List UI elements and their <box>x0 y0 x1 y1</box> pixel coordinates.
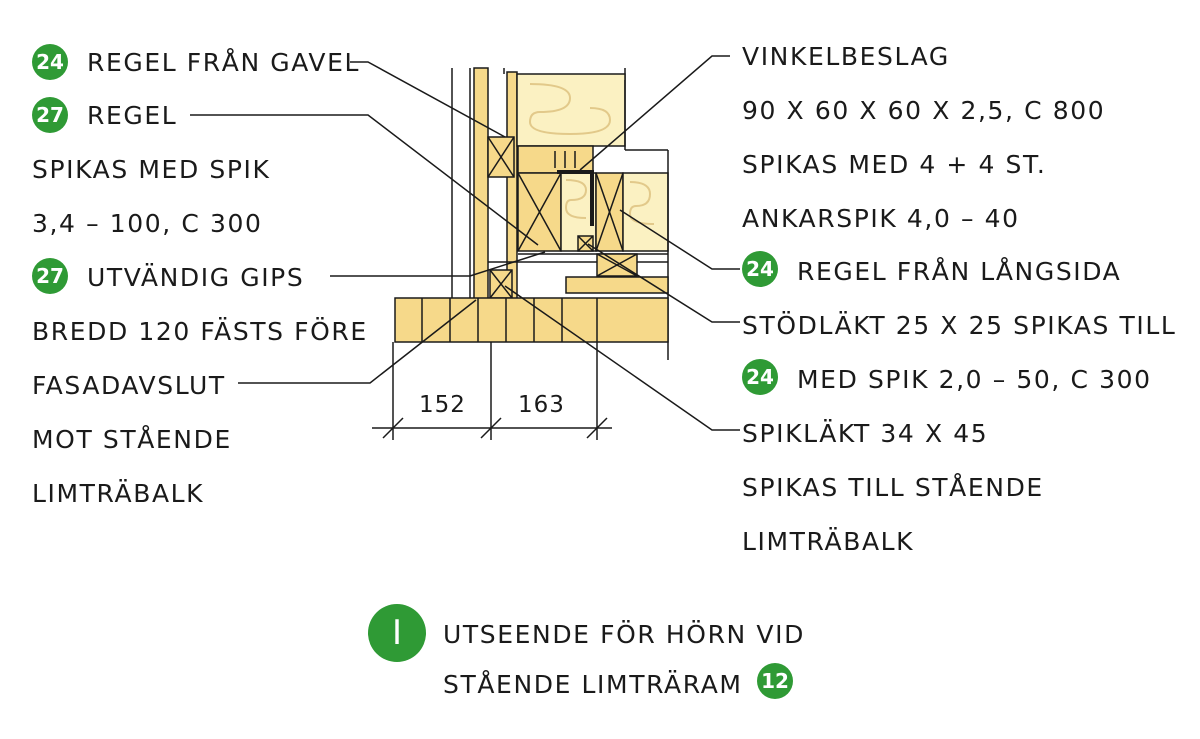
label-limtrabalk-left: LIMTRÄBALK <box>32 479 205 508</box>
leader-utvandig-gips <box>330 251 546 277</box>
caption-line1: UTSEENDE FÖR HÖRN VID <box>443 620 805 649</box>
label-med-spik: MED SPIK 2,0 – 50, C 300 <box>797 365 1152 394</box>
vertical-plank-right <box>506 71 518 301</box>
leader-fasadavslut <box>238 299 477 384</box>
dimension-163: 163 <box>518 392 565 418</box>
insulation-top <box>516 73 626 147</box>
ref-badge-24: 24 <box>742 251 778 287</box>
ref-badge-27: 27 <box>32 97 68 133</box>
label-spikas-4-4: SPIKAS MED 4 + 4 ST. <box>742 150 1047 179</box>
vertical-plank-left <box>473 67 489 301</box>
label-bredd: BREDD 120 FÄSTS FÖRE <box>32 317 368 346</box>
label-regel-fran-langsida: REGEL FRÅN LÅNGSIDA <box>797 257 1122 286</box>
caption-ref-badge-12: 12 <box>757 663 793 699</box>
ref-badge-24: 24 <box>32 44 68 80</box>
label-fasadavslut: FASADAVSLUT <box>32 371 226 400</box>
label-stodlakt: STÖDLÄKT 25 X 25 SPIKAS TILL <box>742 311 1177 340</box>
label-spiklakt: SPIKLÄKT 34 X 45 <box>742 419 989 448</box>
label-ankarspik: ANKARSPIK 4,0 – 40 <box>742 204 1020 233</box>
label-spikas-till-staende: SPIKAS TILL STÅENDE <box>742 473 1044 502</box>
leader-regel-fran-gavel <box>350 61 506 138</box>
ref-badge-24: 24 <box>742 359 778 395</box>
label-regel-fran-gavel: REGEL FRÅN GAVEL <box>87 48 361 77</box>
ref-badge-27: 27 <box>32 258 68 294</box>
label-limtrabalk-right: LIMTRÄBALK <box>742 527 915 556</box>
caption-line2: STÅENDE LIMTRÄRAM <box>443 670 743 699</box>
leader-stodlakt <box>587 243 740 323</box>
dimension-152: 152 <box>419 392 466 418</box>
leader-vinkelbeslag <box>579 55 730 171</box>
label-spikas-med-spik: SPIKAS MED SPIK <box>32 155 271 184</box>
caption-badge: I <box>368 604 426 662</box>
leader-regel-fran-langsida <box>619 209 740 270</box>
label-spik-dimension: 3,4 – 100, C 300 <box>32 209 263 238</box>
leader-regel <box>190 114 539 246</box>
horizontal-plank <box>565 276 669 294</box>
leader-spiklakt <box>504 285 740 431</box>
label-utvandig-gips: UTVÄNDIG GIPS <box>87 263 305 292</box>
label-vinkelbeslag: VINKELBESLAG <box>742 42 950 71</box>
angle-bracket <box>557 170 594 226</box>
label-regel: REGEL <box>87 101 178 130</box>
label-mot-staende: MOT STÅENDE <box>32 425 232 454</box>
label-vinkelbeslag-dim: 90 X 60 X 60 X 2,5, C 800 <box>742 96 1106 125</box>
